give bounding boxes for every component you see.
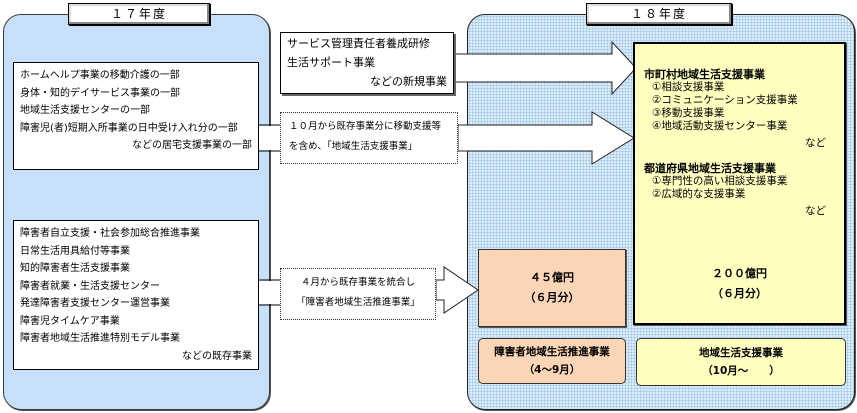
support-program-label: 地域生活支援事業 （10月～ ） bbox=[636, 338, 846, 386]
list-tail: などの既存事業 bbox=[182, 350, 252, 362]
fy17-existing-list: 障害者自立支援・社会参加総合推進事業 日常生活用具給付等事業 知的障害者生活支援… bbox=[13, 220, 259, 370]
list-item: 身体・知的デイサービス事業の一部 bbox=[20, 87, 180, 99]
note-line: 「障害者地域生活推進事業」 bbox=[296, 297, 420, 308]
small-budget-period: （６月分） bbox=[524, 291, 580, 304]
municipal-item: ④地域活動支援センター事業 bbox=[652, 120, 788, 132]
october-note: １０月から既存事業分に移動支援等 を含め、「地域生活支援事業」 bbox=[280, 112, 458, 164]
municipal-title: 市町村地域生活支援事業 bbox=[644, 68, 765, 81]
list-item: 発達障害者支援センター運営事業 bbox=[20, 298, 170, 309]
list-item: 障害児(者)短期入所事業の日中受け入れ分の一部 bbox=[20, 122, 238, 134]
promotion-program-label: 障害者地域生活推進事業 （4～9月） bbox=[478, 338, 626, 384]
new-business-line: サービス管理責任者養成研修 bbox=[287, 37, 430, 50]
fy17-home-support-list: ホームヘルプ事業の移動介護の一部 身体・知的デイサービス事業の一部 地域生活支援… bbox=[13, 62, 259, 170]
list-item: 地域生活支援センターの一部 bbox=[20, 105, 150, 116]
note-line: を含め、「地域生活支援事業」 bbox=[289, 141, 418, 152]
new-business-line: 生活サポート事業 bbox=[287, 56, 375, 69]
list-item: 知的障害者生活支援事業 bbox=[20, 263, 130, 274]
list-item: 障害者地域生活推進特別モデル事業 bbox=[20, 333, 180, 344]
support-program-name: 地域生活支援事業 bbox=[699, 347, 783, 359]
fy18-community-support-box: 市町村地域生活支援事業 ①相談支援事業 ②コミュニケーション支援事業 ③移動支援… bbox=[633, 42, 846, 325]
new-business-box: サービス管理責任者養成研修 生活サポート事業 などの新規事業 bbox=[280, 32, 454, 94]
municipal-item: ①相談支援事業 bbox=[652, 81, 725, 93]
arrow-april bbox=[435, 266, 479, 314]
note-line: １０月から既存事業分に移動支援等 bbox=[289, 121, 442, 132]
promotion-program-name: 障害者地域生活推進事業 bbox=[494, 346, 610, 358]
prefectural-title: 都道府県地域生活支援事業 bbox=[644, 162, 776, 175]
list-item: ホームヘルプ事業の移動介護の一部 bbox=[20, 70, 180, 81]
small-budget-box: ４５億円 （６月分） bbox=[478, 249, 626, 327]
list-item: 日常生活用具給付等事業 bbox=[20, 245, 130, 257]
new-business-tail: などの新規事業 bbox=[370, 75, 447, 88]
municipal-item: ②コミュニケーション支援事業 bbox=[652, 94, 798, 106]
list-item: 障害者就業・生活支援センター bbox=[20, 280, 160, 292]
fy18-year-label: １８年度 bbox=[586, 3, 732, 25]
note-line: ４月から既存事業を統合し bbox=[300, 277, 415, 288]
big-budget-period: （６月分） bbox=[712, 287, 767, 300]
fy17-year-label: １７年度 bbox=[68, 3, 210, 25]
prefectural-item: ①専門性の高い相談支援事業 bbox=[652, 175, 788, 187]
promotion-program-period: （4～9月） bbox=[523, 364, 581, 376]
municipal-item: ③移動支援事業 bbox=[652, 107, 725, 119]
list-tail: などの居宅支援事業の一部 bbox=[132, 140, 252, 151]
big-budget-amount: ２００億円 bbox=[712, 267, 767, 280]
small-budget-amount: ４５億円 bbox=[530, 271, 574, 284]
prefectural-item: ②広域的な支援事業 bbox=[652, 188, 746, 200]
big-budget: ２００億円 （６月分） bbox=[635, 264, 844, 304]
support-program-period: （10月～ ） bbox=[702, 365, 780, 377]
list-item: 障害者自立支援・社会参加総合推進事業 bbox=[20, 228, 200, 239]
april-note: ４月から既存事業を統合し 「障害者地域生活推進事業」 bbox=[280, 268, 436, 320]
list-item: 障害児タイムケア事業 bbox=[20, 315, 120, 327]
prefectural-tail: など bbox=[805, 205, 826, 217]
arrow-october bbox=[457, 111, 635, 165]
arrow-new-business bbox=[453, 40, 637, 96]
municipal-tail: など bbox=[805, 137, 826, 149]
